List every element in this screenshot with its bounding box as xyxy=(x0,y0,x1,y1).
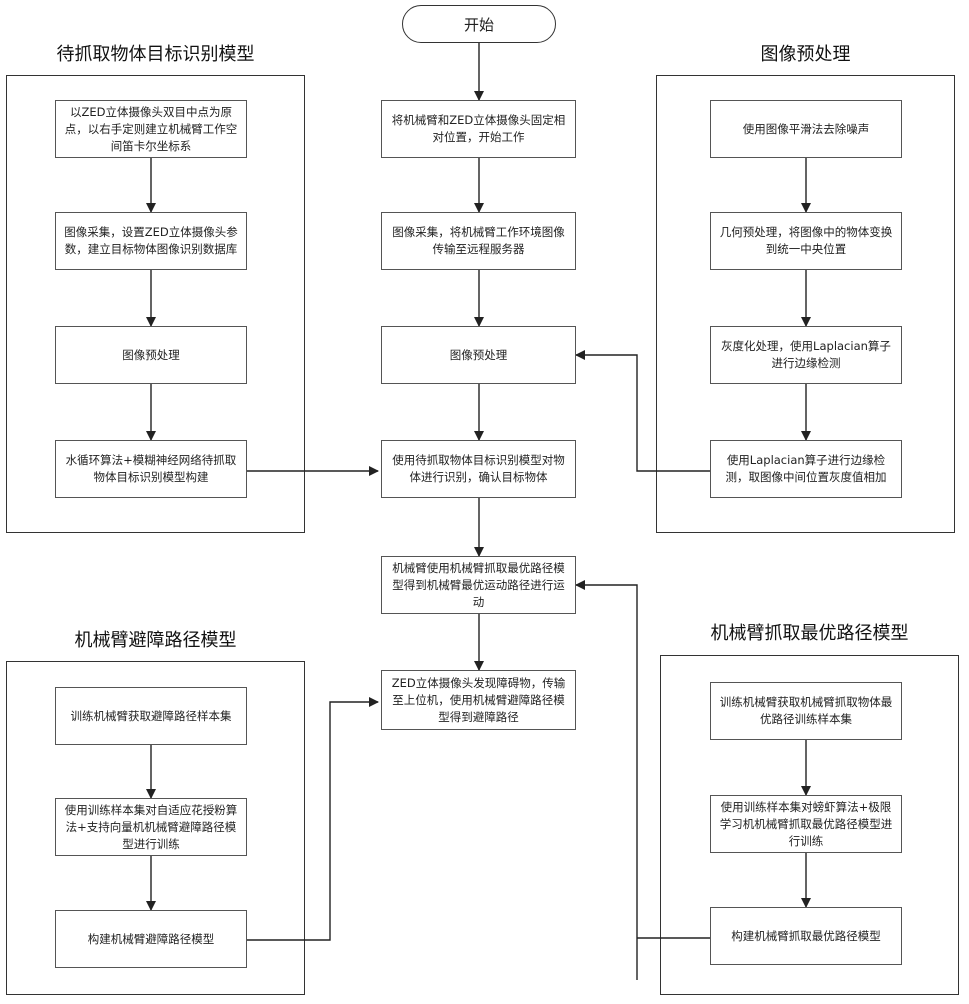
recognition-model-title: 待抓取物体目标识别模型 xyxy=(6,40,305,66)
op-step-train: 使用训练样本集对螃虾算法+极限学习机机械臂抓取最优路径模型进行训练 xyxy=(710,795,902,853)
main-step-capture-image: 图像采集，将机械臂工作环境图像传输至远程服务器 xyxy=(381,212,576,270)
pre-step-geometric: 几何预处理，将图像中的物体变换到统一中央位置 xyxy=(710,212,902,270)
av-step-train: 使用训练样本集对自适应花授粉算法+支持向量机机械臂避障路径模型进行训练 xyxy=(55,798,247,856)
avoidance-model-title: 机械臂避障路径模型 xyxy=(6,626,305,652)
pre-step-edge-sum: 使用Laplacian算子进行边缘检测，取图像中间位置灰度值相加 xyxy=(710,440,902,498)
main-step-optimal-motion: 机械臂使用机械臂抓取最优路径模型得到机械臂最优运动路径进行运动 xyxy=(381,556,576,614)
rec-step-preprocess: 图像预处理 xyxy=(55,326,247,384)
op-step-sample-set: 训练机械臂获取机械臂抓取物体最优路径训练样本集 xyxy=(710,682,902,740)
op-step-build: 构建机械臂抓取最优路径模型 xyxy=(710,907,902,965)
start-node: 开始 xyxy=(402,5,556,43)
main-step-recognize-object: 使用待抓取物体目标识别模型对物体进行识别，确认目标物体 xyxy=(381,440,576,498)
preprocess-title: 图像预处理 xyxy=(656,40,955,66)
rec-step-build-model: 水循环算法+模糊神经网络待抓取物体目标识别模型构建 xyxy=(55,440,247,498)
pre-step-grayscale: 灰度化处理，使用Laplacian算子进行边缘检测 xyxy=(710,326,902,384)
rec-step-coordinate-system: 以ZED立体摄像头双目中点为原点，以右手定则建立机械臂工作空间笛卡尔坐标系 xyxy=(55,100,247,158)
main-step-preprocess: 图像预处理 xyxy=(381,326,576,384)
main-step-obstacle-avoidance: ZED立体摄像头发现障碍物，传输至上位机，使用机械臂避障路径模型得到避障路径 xyxy=(381,670,576,730)
av-step-sample-set: 训练机械臂获取避障路径样本集 xyxy=(55,687,247,745)
pre-step-denoise: 使用图像平滑法去除噪声 xyxy=(710,100,902,158)
av-step-build: 构建机械臂避障路径模型 xyxy=(55,910,247,968)
rec-step-build-database: 图像采集，设置ZED立体摄像头参数，建立目标物体图像识别数据库 xyxy=(55,212,247,270)
optimal-path-model-title: 机械臂抓取最优路径模型 xyxy=(660,619,959,645)
main-step-fix-camera: 将机械臂和ZED立体摄像头固定相对位置，开始工作 xyxy=(381,100,576,158)
